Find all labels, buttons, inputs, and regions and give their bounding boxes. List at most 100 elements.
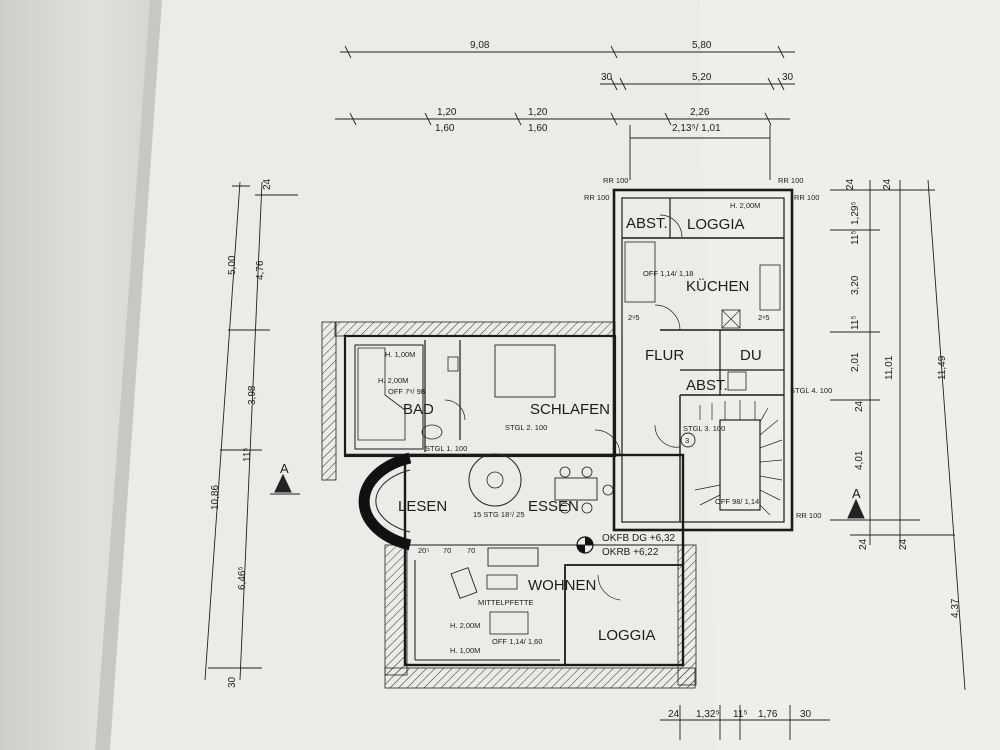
top-dimension-lines — [335, 45, 795, 180]
dim-bottom-24: 24 — [668, 709, 680, 720]
section-line-a — [270, 473, 870, 521]
dim-3-20: 3,20 — [850, 275, 861, 295]
room-loggia-bottom: LOGGIA — [598, 627, 656, 644]
dim-30-left: 30 — [601, 72, 613, 83]
shower-du — [727, 371, 747, 391]
note-rr-top-left: RR 100 — [603, 176, 628, 185]
dim-24-right-top: 24 — [845, 178, 856, 190]
living-outer-wall — [403, 453, 685, 667]
dim-24-right-col2-bottom: 24 — [898, 538, 909, 550]
dim-5-80: 5,80 — [692, 40, 712, 51]
note-off-kitchen: OFF 1,14/ 1,18 — [643, 269, 693, 278]
room-du: DU — [740, 347, 762, 364]
dim-11-49: 11,49 — [937, 355, 948, 380]
dim-10-86: 10,86 — [210, 485, 221, 510]
dim-6-46: 6,46⁵ — [237, 566, 248, 590]
dim-bottom-30: 30 — [800, 709, 812, 720]
roof-edge-left-lower — [384, 544, 408, 676]
note-h200-wohnen: H. 2,00M — [450, 621, 480, 630]
wohnen-table — [489, 611, 529, 635]
note-h100-bad: H. 1,00M — [385, 350, 415, 359]
dim-1-60-b: 1,60 — [528, 123, 548, 134]
note-rr-top-right: RR 100 — [778, 176, 803, 185]
note-stgl-1: STGL 1. 100 — [425, 444, 467, 453]
roof-edge-top — [334, 321, 616, 337]
bad-wedge — [357, 347, 406, 441]
room-schlafen: SCHLAFEN — [530, 401, 610, 418]
room-essen: ESSEN — [528, 498, 579, 515]
kitchen-stove — [759, 264, 781, 311]
note-70-b: 70 — [467, 546, 475, 555]
room-bad: BAD — [403, 401, 434, 418]
note-stair-steps: 15 STG 18⁷/ 25 — [473, 510, 525, 519]
note-h100-wohnen: H. 1,00M — [450, 646, 480, 655]
bathtub — [421, 424, 443, 440]
door-swings — [444, 214, 683, 601]
bad-inner — [354, 344, 424, 450]
note-stair-number: 3 — [685, 436, 689, 445]
dim-11-5-right-a: 11⁵ — [850, 230, 861, 245]
room-abst-top: ABST. — [626, 215, 668, 232]
note-rr-top-right-2: RR 100 — [794, 193, 819, 202]
room-wohnen: WOHNEN — [528, 577, 596, 594]
note-mittelpfette: MITTELPFETTE — [478, 598, 533, 607]
note-off-wohnen: OFF 1,14/ 1,60 — [492, 637, 542, 646]
note-70-a: 70 — [443, 546, 451, 555]
tower-inner-wall — [621, 197, 785, 523]
dim-11-5-right-b: 11⁵ — [850, 315, 861, 330]
dim-5-20: 5,20 — [692, 72, 712, 83]
window-box — [721, 309, 741, 329]
dim-30-right: 30 — [782, 72, 794, 83]
dim-2-01: 2,01 — [850, 352, 861, 372]
roof-edge-left — [321, 321, 337, 481]
wc — [447, 356, 459, 372]
dim-5-00: 5,00 — [227, 255, 238, 275]
section-a-right: A — [852, 486, 861, 501]
dim-24-right-mid: 24 — [854, 400, 865, 412]
dim-4-01: 4,01 — [854, 450, 865, 470]
dining-table — [554, 477, 598, 501]
note-stgl-4: STGL 4. 100 — [790, 386, 832, 395]
note-295-right: 2⁹5 — [758, 313, 770, 322]
roof-edge-bottom — [384, 667, 696, 689]
dim-24-left: 24 — [262, 178, 273, 190]
dim-1-20-a: 1,20 — [437, 107, 457, 118]
walls — [270, 188, 870, 689]
dim-11-5-left: 11⁵ — [242, 447, 253, 462]
dim-bottom-11-5: 11⁵ — [733, 709, 748, 720]
stair-treads — [694, 400, 783, 516]
round-bay-wall — [358, 452, 412, 551]
dim-24-right-bottom: 24 — [858, 538, 869, 550]
room-flur: FLUR — [645, 347, 684, 364]
section-a-left: A — [280, 461, 289, 476]
dim-1-60-a: 1,60 — [435, 123, 455, 134]
paper-sheet-right — [700, 0, 1000, 750]
stair-number-circle — [680, 432, 696, 448]
note-off-bad: OFF 7⁸/ 98 — [388, 387, 425, 396]
room-abst-mid: ABST. — [686, 377, 728, 394]
loggia-bottom-walls — [564, 564, 684, 666]
dim-bottom-1-32: 1,32⁵ — [696, 709, 720, 720]
dim-1-20-b: 1,20 — [528, 107, 548, 118]
dim-4-76: 4,76 — [255, 260, 266, 280]
note-20-5: 20⁵ — [418, 546, 429, 555]
note-okfb: OKFB DG +6,32 — [602, 533, 676, 544]
note-stgl-3: STGL 3. 100 — [683, 424, 725, 433]
dim-4-37: 4,37 — [950, 598, 961, 618]
note-rr-bottom-right: RR 100 — [796, 511, 821, 520]
note-295-left: 2⁹5 — [628, 313, 640, 322]
spiral-stair — [468, 453, 522, 507]
room-loggia-top: LOGGIA — [687, 216, 745, 233]
dim-24-right-col2-top: 24 — [882, 178, 893, 190]
dim-3-98: 3,98 — [247, 385, 258, 405]
dim-11-01: 11,01 — [884, 355, 895, 380]
room-kochen: KÜCHEN — [686, 277, 749, 295]
note-h200-bad: H. 2,00M — [378, 376, 408, 385]
left-dimension-lines — [204, 181, 298, 681]
dim-2-13-1-01: 2,13⁵/ 1,01 — [672, 123, 721, 134]
note-off-stair: OFF 98/ 1,14 — [715, 497, 759, 506]
note-okrb: OKRB +6,22 — [602, 547, 659, 558]
dim-bottom-1-76: 1,76 — [758, 709, 778, 720]
coffee-table — [486, 574, 518, 590]
